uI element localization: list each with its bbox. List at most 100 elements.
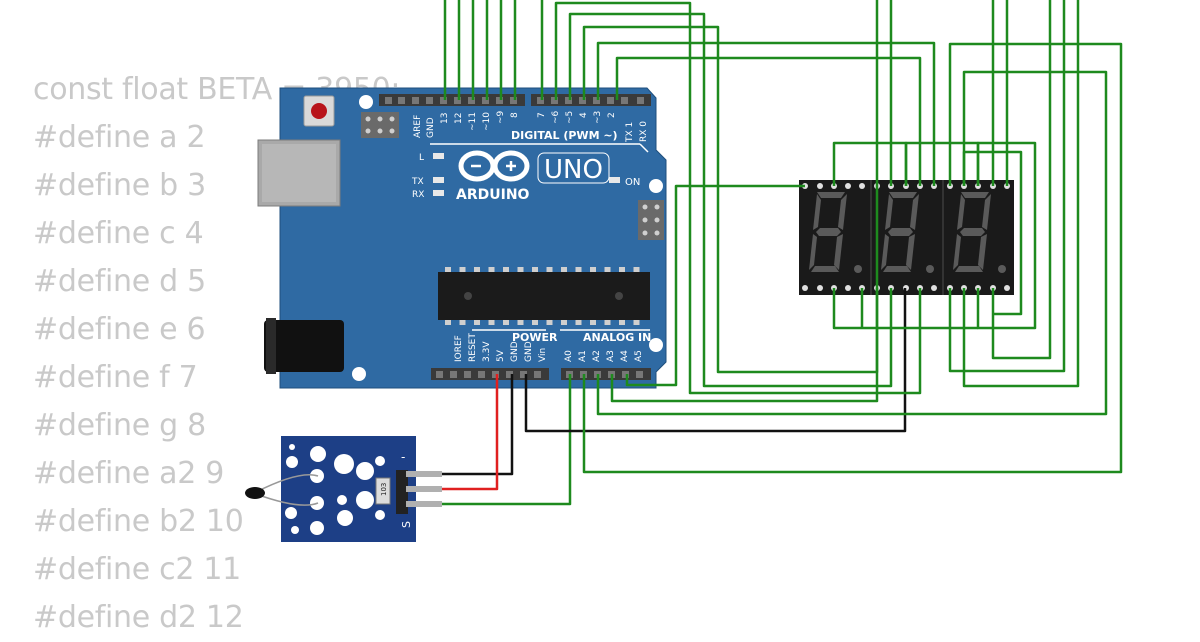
pin-label-12: 12 [454, 113, 464, 124]
chip-pin [633, 267, 640, 272]
pin-label-6: ~6 [551, 110, 561, 124]
wire-top-5[interactable] [948, 0, 1066, 373]
segment [961, 192, 989, 198]
display-pin [802, 285, 808, 291]
header-pin [496, 97, 503, 104]
chip-pin [517, 320, 524, 325]
pin-label-reset: RESET [468, 333, 478, 362]
pin-label-4: 4 [579, 112, 589, 118]
chip-pin [459, 320, 466, 325]
thermistor-module[interactable]: 103 - S [245, 436, 442, 542]
display-pin [845, 285, 851, 291]
seven-segment-display[interactable] [799, 180, 1014, 295]
chip-pin [488, 267, 495, 272]
icsp-header-right [638, 200, 664, 240]
pin-label-a0: A0 [564, 350, 574, 362]
chip-pin [590, 320, 596, 325]
header-pin [636, 371, 643, 378]
wire-d5[interactable] [568, 12, 893, 388]
header-pin [440, 97, 447, 104]
pin-label-gnd2: GND [524, 341, 534, 362]
led-on-label: ON [625, 177, 640, 188]
wire-disp-link-6[interactable] [962, 150, 1023, 316]
header-pin [426, 97, 433, 104]
display-pin [817, 183, 823, 189]
wire-a2[interactable] [596, 70, 1108, 416]
decimal-point [926, 265, 934, 273]
led-rx-label: RX [412, 190, 424, 200]
header-pin [534, 371, 541, 378]
code-line: #define c 4 [33, 216, 204, 251]
board-model: UNO [544, 155, 603, 185]
pin-label-gnd: GND [426, 117, 436, 138]
reset-button[interactable] [303, 95, 335, 127]
chip-pin [561, 320, 567, 325]
chip-pin [619, 320, 625, 325]
header-pin [450, 371, 457, 378]
chip-pin [503, 320, 509, 325]
wire-a3[interactable] [610, 186, 879, 403]
chip-pin [575, 267, 582, 272]
mounting-hole [359, 95, 373, 109]
header-pin [637, 97, 644, 104]
pin-label-vin: Vin [538, 348, 548, 362]
display-pin [859, 183, 865, 189]
code-line: #define e 6 [33, 312, 206, 347]
segment [838, 194, 847, 230]
wire-d6[interactable] [554, 1, 922, 395]
wire-d3[interactable] [596, 41, 936, 186]
wire-disp-link-4[interactable] [832, 288, 978, 330]
wire-top-7[interactable] [991, 0, 1052, 360]
pin-label-a4: A4 [620, 350, 630, 362]
wire-disp-link-3[interactable] [976, 141, 1037, 330]
wire-gnd-to-display[interactable] [524, 288, 907, 433]
wire-a1[interactable] [582, 42, 1123, 474]
power-header[interactable] [431, 368, 549, 380]
chip-pin [488, 320, 495, 325]
pin-label-2: 2 [607, 112, 617, 118]
wire-disp-link-1[interactable] [832, 141, 908, 186]
chip-pin [561, 267, 567, 272]
segment [813, 194, 821, 230]
segment [811, 266, 839, 272]
segment [817, 192, 845, 198]
code-line: #define g 8 [33, 408, 206, 443]
decimal-point [998, 265, 1006, 273]
header-pin [510, 97, 517, 104]
pin-label-10: ~10 [482, 112, 492, 131]
header-pin [565, 97, 572, 104]
code-line: #define d2 12 [33, 600, 244, 635]
code-line: #define a2 9 [33, 456, 225, 491]
wire-gnd-black[interactable] [442, 374, 514, 476]
wire-disp-link-2[interactable] [904, 141, 980, 186]
digital-pin-labels: AREF GND 13 12 ~11 ~10 ~9 8 7 ~6 ~5 4 ~3… [413, 110, 649, 153]
chip-pin [546, 267, 553, 272]
wires [442, 0, 1123, 506]
code-line: #define c2 11 [33, 552, 241, 587]
wire-d2[interactable] [615, 56, 922, 186]
chip-pin [633, 320, 640, 325]
display-pin [845, 183, 851, 189]
arduino-uno-board[interactable]: AREF GND 13 12 ~11 ~10 ~9 8 7 ~6 ~5 4 ~3… [257, 87, 667, 389]
pin-label-aref: AREF [413, 115, 423, 138]
mounting-hole [352, 367, 366, 381]
header-pin [607, 97, 614, 104]
led-l-label: L [419, 153, 424, 163]
pin-minus-label: - [401, 450, 405, 464]
segment [906, 234, 915, 270]
infinity-icon [458, 150, 530, 182]
wire-a4[interactable] [625, 184, 805, 387]
digital-header[interactable] [379, 94, 651, 106]
chip-pin [459, 267, 466, 272]
wire-signal-green[interactable] [442, 374, 572, 506]
header-pin [454, 97, 461, 104]
segment [883, 266, 911, 272]
resistor-code: 103 [380, 483, 388, 496]
header-pin [579, 97, 586, 104]
wire-5v-red[interactable] [442, 374, 499, 491]
header-pin [478, 371, 485, 378]
chip-pin [604, 267, 611, 272]
wire-top-6[interactable] [962, 0, 1080, 388]
power-analog-labels: POWER ANALOG IN IOREF RESET 3.3V 5V GND … [454, 329, 651, 362]
